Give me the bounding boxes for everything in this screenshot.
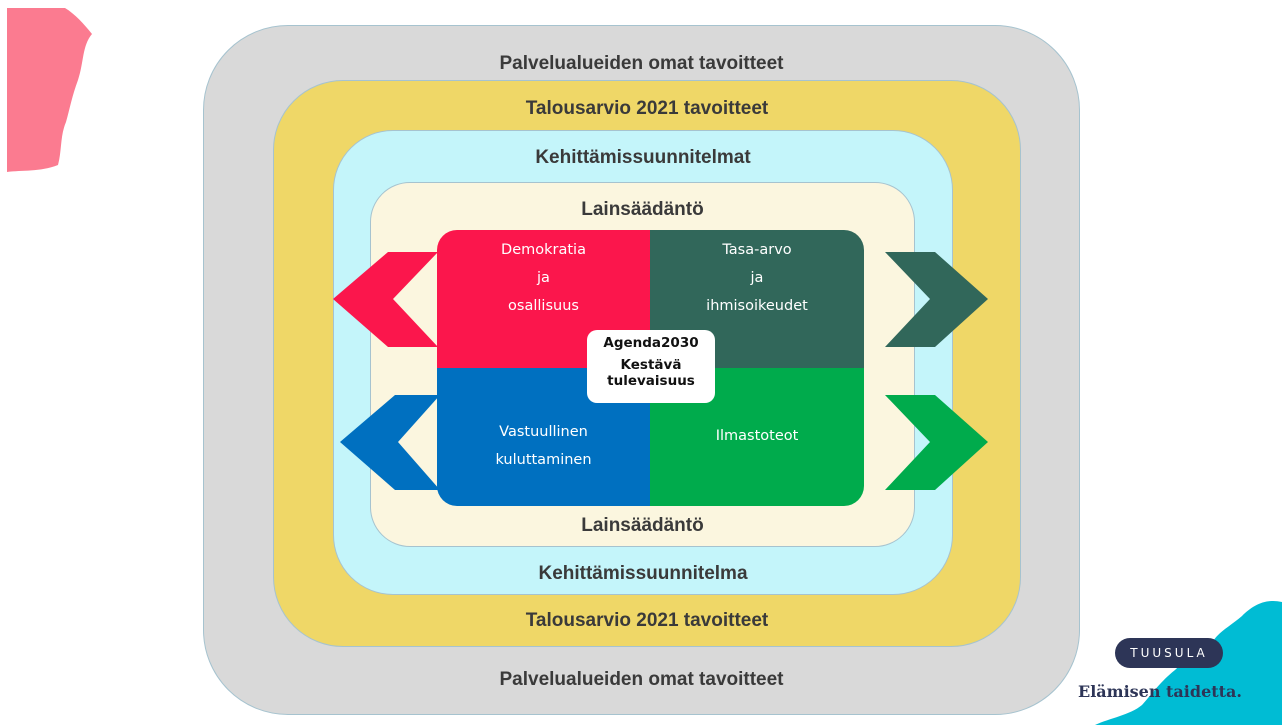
agenda2030-subtitle-2: tulevaisuus [607,373,695,389]
equality-line-1: Tasa-arvo [722,242,792,258]
pink-brush-shape [7,8,92,172]
consumption-line-1: Vastuullinen [499,424,588,440]
brand-tagline: Elämisen taidetta. [1078,682,1242,701]
legislation-label-bottom: Lainsäädäntö [581,515,704,536]
equality-line-3: ihmisoikeudet [706,298,808,314]
service-areas-label-bottom: Palvelualueiden omat tavoitteet [499,669,784,690]
democracy-line-1: Demokratia [501,242,586,258]
legislation-label-top: Lainsäädäntö [581,199,704,220]
agenda2030-subtitle-1: Kestävä [620,357,682,373]
democracy-line-3: osallisuus [508,298,579,314]
tuusula-logo: TUUSULA [1115,638,1223,668]
tuusula-logo-text: TUUSULA [1130,646,1208,660]
right-arrow-darkgreen [885,252,988,347]
development-plan-label-bottom: Kehittämissuunnitelma [538,563,748,584]
development-plan-label-top: Kehittämissuunnitelmat [535,147,751,168]
budget-label-top: Talousarvio 2021 tavoitteet [525,98,769,119]
left-arrow-blue [340,395,440,490]
agenda2030-title: Agenda2030 [603,335,699,351]
agenda2030-center-box: Agenda2030 Kestävä tulevaisuus [587,330,715,403]
right-arrow-green [885,395,988,490]
equality-line-2: ja [750,270,764,286]
climate-line-1: Ilmastoteot [715,428,799,444]
consumption-line-2: kuluttaminen [495,452,592,468]
budget-label-bottom: Talousarvio 2021 tavoitteet [525,610,769,631]
left-arrow-red [333,252,438,347]
service-areas-label-top: Palvelualueiden omat tavoitteet [499,53,784,74]
democracy-line-2: ja [537,270,550,286]
